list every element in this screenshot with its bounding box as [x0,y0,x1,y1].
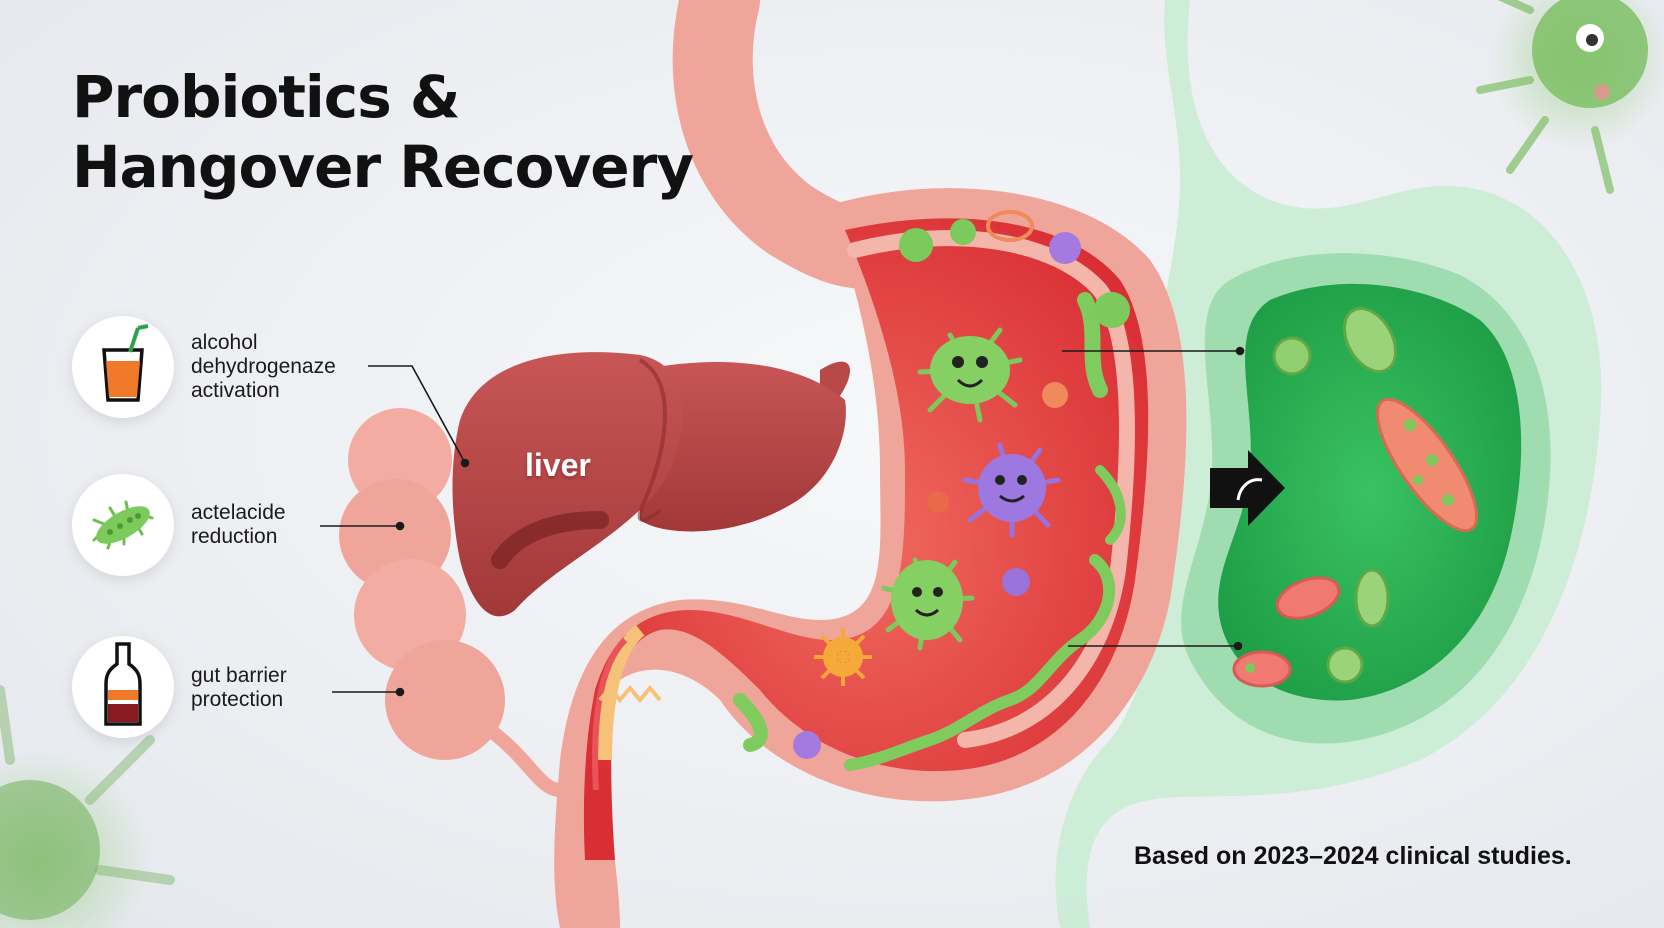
benefit-badge-1 [72,316,174,418]
benefit-badge-3 [72,636,174,738]
stomach-microbes [793,210,1130,759]
page-title: Probiotics & Hangover Recovery [72,62,694,202]
benefit-text-1: alcohol dehydrogenaze activation [191,331,371,403]
benefit-1-line-3: activation [191,379,280,402]
footnote: Based on 2023–2024 clinical studies. [1134,842,1572,870]
probiotic-bacteria-icon [92,500,154,550]
benefit-text-2: actelacide reduction [191,501,371,549]
background-microbe-bottom-left [0,685,175,928]
intestine-folds [339,408,567,797]
benefit-3-line-1: gut barrier [191,664,287,687]
transition-arrow-icon [1210,450,1285,526]
benefit-2-line-1: actelacide [191,501,286,524]
benefit-text-3: gut barrier protection [191,664,371,712]
benefit-1-line-2: dehydrogenaze [191,355,336,378]
liver-illustration [452,352,850,617]
benefit-badge-2 [72,474,174,576]
title-line-1: Probiotics & [72,63,461,131]
benefit-1-line-1: alcohol [191,331,258,354]
benefit-3-line-2: protection [191,688,284,711]
bottle-icon [104,642,142,726]
title-line-2: Hangover Recovery [72,133,694,201]
benefit-2-line-2: reduction [191,525,278,548]
callout-lines [320,346,1245,697]
drink-glass-icon [102,324,149,402]
background-microbe-top-right [1476,0,1664,194]
healthy-gut-illustration [1055,0,1602,928]
liver-label: liver [525,447,591,483]
